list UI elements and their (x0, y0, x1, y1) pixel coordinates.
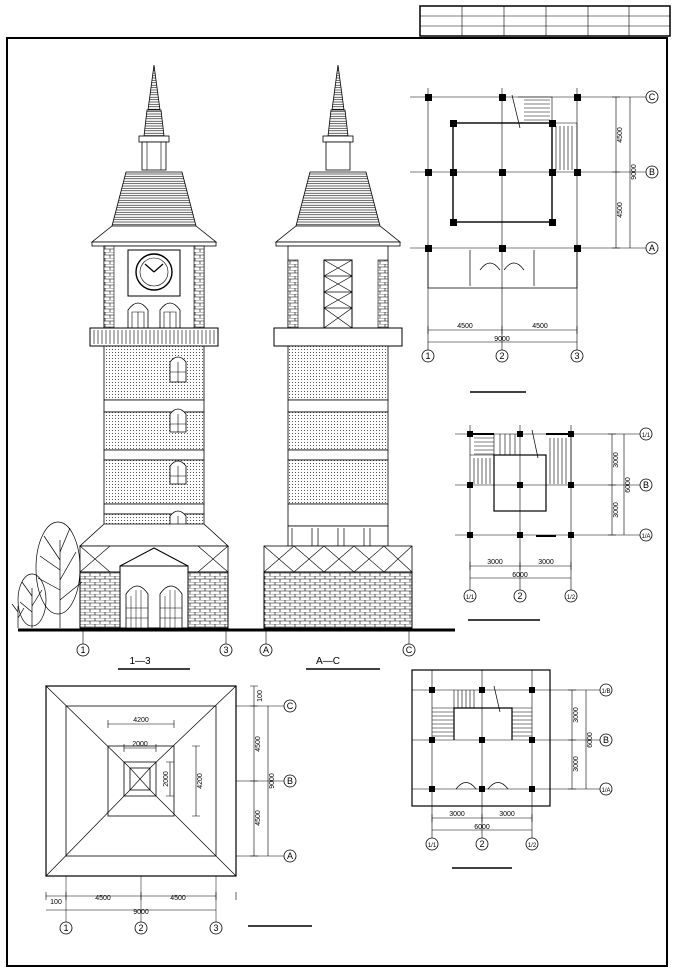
dim-label: 9000 (494, 336, 510, 343)
dim-label: 2000 (132, 741, 148, 748)
dim-label: 4500 (95, 895, 111, 902)
plan-bottom-right (411, 669, 600, 838)
roof-plan-dims: 4200 2000 2000 4200 100 4500 4500 9000 1… (45, 685, 312, 935)
dim-label: 4500 (532, 323, 548, 330)
tree-icon (11, 521, 83, 628)
axis-label: C (406, 645, 413, 655)
plan-bottom-right-dims: 3000 3000 6000 3000 3000 6000 1/1 2 1/2 … (425, 683, 613, 869)
axis-label: B (649, 167, 655, 177)
dim-label: 3000 (538, 559, 554, 566)
axis-label: B (287, 776, 293, 786)
dim-label: 3000 (613, 452, 620, 468)
axis-label: 1 (80, 645, 85, 655)
axis-label: 3 (223, 645, 228, 655)
axis-label: 2 (479, 839, 484, 849)
front-elevation-axes: 1 3 1—3 (76, 630, 233, 670)
dim-label: 3000 (613, 502, 620, 518)
plan-top-right (410, 88, 595, 350)
axis-label: 1 (425, 351, 430, 361)
dim-label: 6000 (474, 824, 490, 831)
axis-label: 1/1 (466, 595, 475, 601)
axis-label: 1/A (601, 788, 610, 794)
axis-label: 1/B (601, 689, 610, 695)
front-elevation (78, 64, 230, 629)
axis-label: B (603, 735, 609, 745)
side-elevation-caption: A—C (316, 656, 340, 667)
dim-label: 4200 (133, 717, 149, 724)
plan-mid-right-columns (467, 431, 574, 538)
dim-label: 3000 (487, 559, 503, 566)
axis-label: A (649, 243, 655, 253)
axis-label: 2 (138, 923, 143, 933)
front-elevation-caption: 1—3 (129, 656, 151, 667)
dim-label: 4500 (255, 810, 262, 826)
axis-label: A (263, 645, 269, 655)
dim-label: 4500 (170, 895, 186, 902)
axis-label: C (649, 92, 656, 102)
axis-label: 3 (574, 351, 579, 361)
side-elevation-axes: A C A—C (259, 630, 416, 670)
title-block (419, 5, 671, 37)
axis-label: 2 (499, 351, 504, 361)
plan-mid-right-dims: 3000 3000 6000 3000 3000 6000 1/1 2 1/2 … (463, 427, 653, 621)
axis-label: 1/1 (428, 843, 437, 849)
dim-label: 100 (50, 899, 62, 906)
plan-bottom-right-columns (429, 687, 535, 792)
axis-label: 1/2 (567, 595, 576, 601)
dim-label: 2000 (163, 771, 170, 787)
dim-label: 4500 (617, 127, 624, 143)
dim-label: 4200 (197, 773, 204, 789)
plan-top-right-dims: 4500 4500 9000 4500 4500 9000 1 2 3 C B … (421, 90, 659, 393)
axis-label: 1/2 (528, 843, 537, 849)
dim-label: 4500 (255, 736, 262, 752)
plan-mid-right (455, 425, 600, 590)
dim-label: 6000 (512, 572, 528, 579)
dim-label: 3000 (449, 811, 465, 818)
axis-label: 2 (517, 591, 522, 601)
axis-label: A (287, 851, 293, 861)
plan-top-right-columns (425, 94, 581, 252)
axis-label: 1/1 (642, 433, 651, 439)
dim-label: 3000 (499, 811, 515, 818)
side-elevation (263, 64, 413, 629)
dim-label: 6000 (587, 732, 594, 748)
roof-plan (45, 685, 237, 877)
axis-label: C (287, 701, 294, 711)
axis-label: 1/A (641, 534, 650, 540)
dim-label: 4500 (617, 202, 624, 218)
axis-label: 1 (63, 923, 68, 933)
dim-label: 3000 (573, 707, 580, 723)
dim-label: 4500 (457, 323, 473, 330)
sheet-border (6, 37, 668, 967)
dim-label: 100 (257, 690, 264, 702)
axis-label: 3 (213, 923, 218, 933)
dim-label: 3000 (573, 756, 580, 772)
axis-label: B (643, 480, 649, 490)
